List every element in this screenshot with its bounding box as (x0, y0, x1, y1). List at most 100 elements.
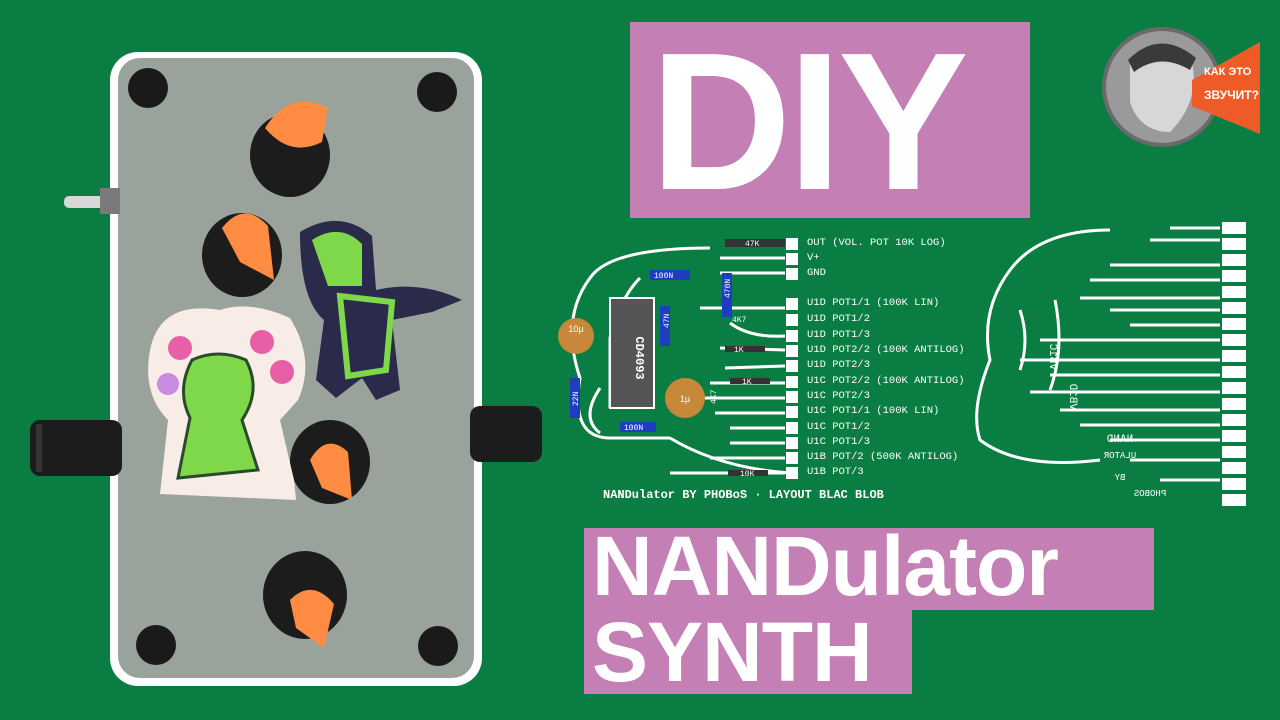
knob-4[interactable] (263, 551, 347, 648)
header-pin (1222, 318, 1246, 330)
resistor-1k-b (730, 378, 770, 384)
header-pin (786, 298, 798, 310)
mirror-text-2: VB1D (1066, 383, 1078, 410)
title-diy-text: DIY (650, 22, 969, 219)
pcb-label: U1B POT/3 (807, 466, 864, 478)
cap-100n-label: 100N (654, 272, 673, 281)
capacitor-10u-label: 10µ (568, 324, 583, 334)
resistor-10k-label: 10K (740, 470, 755, 479)
knob-1[interactable] (250, 101, 330, 197)
cap-47n (660, 306, 670, 346)
mirrored-text: VB1C VB1D NAND ULATOR BY PHOBOS (1046, 343, 1166, 499)
capacitor-1u-label: 1µ (680, 394, 690, 404)
pcb-layout-right: VB1C VB1D NAND ULATOR BY PHOBOS (975, 222, 1246, 506)
header-pin (1222, 350, 1246, 362)
header-pin (1222, 382, 1246, 394)
pcb-credit: NANDulator BY PHOBoS · LAYOUT BLAC BLOB (603, 488, 884, 502)
header-pin (786, 360, 798, 372)
cap-100n-b-label: 100N (624, 424, 643, 433)
header-pin (1222, 366, 1246, 378)
header-pin (1222, 462, 1246, 474)
capacitor-10u (558, 318, 594, 354)
resistor-4k7-label: 4K7 (732, 316, 747, 325)
header-pin (786, 330, 798, 342)
title-diy: DIY (630, 22, 1030, 218)
header-pin (1222, 254, 1246, 266)
output-jack[interactable] (470, 406, 542, 462)
header-pin (786, 422, 798, 434)
mirror-text-6: PHOBOS (1134, 489, 1166, 499)
cap-470n (722, 273, 732, 317)
header-pin (786, 437, 798, 449)
header-pin (1222, 446, 1246, 458)
pcb-layout-left: CD4093 10µ 1µ 47K 100N 47N 470N 4K7 1K 1… (558, 238, 798, 479)
resistor-4k7-b-label: 4K7 (710, 389, 719, 404)
resistor-1k-a-label: 1K (734, 346, 744, 355)
pcb-label: U1D POT2/3 (807, 359, 871, 371)
header-pin (786, 406, 798, 418)
header-pin (786, 376, 798, 388)
title-nandulator-text: NANDulator (592, 528, 1059, 610)
resistor-1k-b-label: 1K (742, 378, 752, 387)
pcb-label: U1D POT1/2 (807, 313, 871, 325)
pcb-traces-right (975, 226, 1220, 482)
title-synth: SYNTH (584, 610, 912, 694)
resistor-1k-a (725, 346, 765, 352)
pcb-label: V+ (807, 252, 820, 264)
title-nandulator: NANDulator (584, 528, 1154, 610)
dinosaur-sticker (300, 220, 462, 400)
resistor-47k-label: 47K (745, 240, 760, 249)
header-pin (1222, 494, 1246, 506)
pcb-label: U1B POT/2 (500K ANTILOG) (807, 451, 959, 463)
knob-3[interactable] (290, 420, 370, 504)
header-pin (1222, 398, 1246, 410)
resistor-47k (725, 239, 785, 247)
capacitor-1u (665, 378, 705, 418)
header-pin (1222, 286, 1246, 298)
pcb-label: U1D POT1/3 (807, 329, 871, 341)
pcb-label: U1C POT1/2 (807, 421, 871, 433)
logo-line-2: ЗВУЧИТ? (1204, 88, 1259, 102)
pcb-label: U1C POT2/3 (807, 390, 871, 402)
cap-22n-label: 22N (572, 391, 581, 406)
header-pin (1222, 238, 1246, 250)
header-pin (1222, 270, 1246, 282)
header-pin (786, 345, 798, 357)
screw-hole (128, 68, 458, 666)
pcb-label: U1D POT2/2 (100K ANTILOG) (807, 344, 965, 356)
cap-22n (570, 378, 580, 418)
header-pin (1222, 414, 1246, 426)
knob-2[interactable] (202, 213, 282, 297)
header-pin (786, 238, 798, 250)
header-pin (786, 314, 798, 326)
cap-100n-b (620, 422, 656, 432)
logo-portrait-icon (1102, 27, 1260, 147)
header-pin (786, 391, 798, 403)
cap-100n (650, 270, 690, 280)
header-pin (786, 467, 798, 479)
ic-chip-label: CD4093 (632, 336, 646, 379)
header-pins-left (786, 238, 798, 479)
pcb-label: GND (807, 267, 826, 279)
pcb-label: U1C POT1/3 (807, 436, 871, 448)
title-synth-text: SYNTH (592, 610, 873, 694)
resistor-10k (728, 470, 768, 476)
pcb-label: U1C POT2/2 (100K ANTILOG) (807, 375, 965, 387)
input-jack[interactable] (30, 420, 122, 476)
mirror-text-3: NAND (1106, 434, 1133, 446)
toggle-switch[interactable] (64, 188, 120, 214)
pedal-photo (30, 52, 542, 686)
header-pin (1222, 430, 1246, 442)
mirror-text-1: VB1C (1046, 343, 1058, 370)
header-pin (786, 268, 798, 280)
header-pin (786, 253, 798, 265)
header-pin (1222, 222, 1246, 234)
header-pin (786, 452, 798, 464)
frog-sticker (148, 306, 306, 500)
mirror-text-5: BY (1114, 473, 1125, 483)
header-pin (1222, 302, 1246, 314)
pcb-label: U1D POT1/1 (100K LIN) (807, 297, 940, 309)
header-pin (1222, 478, 1246, 490)
header-pins-right (1222, 222, 1246, 506)
logo-line-1: КАК ЭТО (1204, 66, 1252, 78)
